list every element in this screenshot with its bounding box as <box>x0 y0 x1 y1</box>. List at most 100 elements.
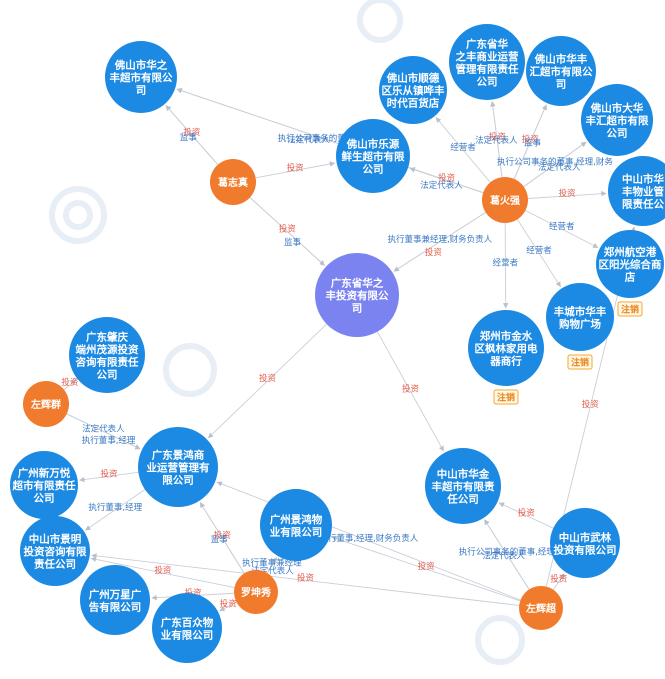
node-circle[interactable] <box>379 56 447 124</box>
node-label-line: 丰城市华丰 <box>554 305 607 318</box>
node-label-line: 限责任公 <box>622 198 664 211</box>
edge-label: 法定代表人 <box>82 423 125 434</box>
node-circle[interactable] <box>425 448 501 524</box>
edge-label: 执行公司事务的董事,经理 <box>459 547 556 558</box>
edges-layer <box>63 88 636 612</box>
node-circle[interactable] <box>581 84 653 156</box>
edge-label: 投资 <box>287 162 305 173</box>
node-circle[interactable] <box>80 565 150 635</box>
node-circle[interactable] <box>449 24 525 100</box>
node-label-line: 超市有限责任 <box>12 479 76 492</box>
edge-p_lkx-gd_jh <box>199 502 245 574</box>
node-circle[interactable] <box>260 489 332 561</box>
node-circle[interactable] <box>69 317 145 393</box>
node-label-line: 公司 <box>97 369 118 381</box>
node-circle[interactable] <box>519 586 563 630</box>
person-node-p_gzz[interactable]: 葛志真 <box>210 159 256 205</box>
edge-label: 执行董事,经理 <box>88 502 142 513</box>
edge-label: 监事 <box>180 132 198 143</box>
node-circle[interactable] <box>138 427 218 507</box>
node-label-line: 公司 <box>363 164 384 176</box>
edge-p_ghq-fs_sd <box>435 117 491 183</box>
node-label-line: 公司 <box>607 128 628 140</box>
edge-label: 法定代表人 <box>287 135 330 146</box>
edge-label: 监事 <box>524 138 542 149</box>
node-circle[interactable] <box>23 381 69 427</box>
node-label-line: 端州茂源投资 <box>76 343 139 356</box>
node-circle[interactable] <box>546 283 614 351</box>
watermark-logo-icon <box>475 615 525 665</box>
node-circle[interactable] <box>10 451 78 519</box>
node-circle[interactable] <box>152 593 222 663</box>
node-label-line: 佛山市顺德 <box>386 72 440 85</box>
node-circle[interactable] <box>550 508 620 578</box>
node-circle[interactable] <box>315 253 399 337</box>
node-circle[interactable] <box>234 570 278 614</box>
node-circle[interactable] <box>105 41 177 113</box>
edge-label: 投资 <box>154 565 172 576</box>
node-label-line: 汇超市有限公 <box>530 65 593 78</box>
node-label-line: 佛山市华之 <box>114 59 168 72</box>
edge-p_gzz-fs_ly <box>255 161 336 179</box>
node-label-line: 告有限公司 <box>89 600 142 613</box>
edge-p_ghq-zs_hfwy <box>527 191 607 199</box>
node-circle[interactable] <box>20 516 90 586</box>
node-circle[interactable] <box>336 119 410 193</box>
person-node-p_ghq[interactable]: 葛火强 <box>482 177 528 223</box>
watermark-logo-inner-icon <box>63 200 93 230</box>
node-circle[interactable] <box>596 230 664 298</box>
edge-label: 经营者 <box>493 258 519 269</box>
node-circle[interactable] <box>482 177 528 223</box>
edge-p_lkx-gz_jhwy <box>266 557 277 574</box>
edge-p_zhc-zs_jm <box>91 553 520 606</box>
watermark-logo-icon <box>357 0 403 43</box>
node-circle[interactable] <box>608 156 665 226</box>
node-label-line: 鲜生超市有限 <box>342 150 405 163</box>
node-label-line: 丰超市有限公 <box>110 71 173 84</box>
person-node-p_zhc[interactable]: 左辉超 <box>519 586 563 630</box>
edge-label: 法定代表人 <box>420 180 463 191</box>
person-node-p_lkx[interactable]: 罗坤秀 <box>234 570 278 614</box>
edge-label: 法定代表人 <box>482 551 525 562</box>
node-label-line: 司 <box>136 85 147 97</box>
node-circle[interactable] <box>210 159 256 205</box>
node-circle[interactable] <box>468 310 544 386</box>
edge-p_ghq-fs_ly <box>409 167 484 194</box>
node-label-line: 佛山市大华 <box>590 102 644 115</box>
edge-label: 投资 <box>559 188 577 199</box>
edge-label: 法定代表人 <box>251 565 294 576</box>
node-label-line: 广东景鸿商 <box>152 449 205 462</box>
node-circle[interactable] <box>526 36 596 106</box>
node-label-line: 投资有限公司 <box>554 543 617 556</box>
edge-p_lkx-gd_bz <box>219 601 237 612</box>
status-badge <box>493 389 519 405</box>
node-label-line: 罗坤秀 <box>241 586 271 599</box>
node-label-line: 限公司 <box>162 475 194 487</box>
person-node-p_zhq[interactable]: 左辉群 <box>23 381 69 427</box>
node-label-line: 店 <box>624 271 636 284</box>
node-label-line: 广州万星广 <box>89 588 142 601</box>
status-badge-text: 注销 <box>621 304 639 316</box>
node-label-line: 中山市武林 <box>559 531 612 544</box>
